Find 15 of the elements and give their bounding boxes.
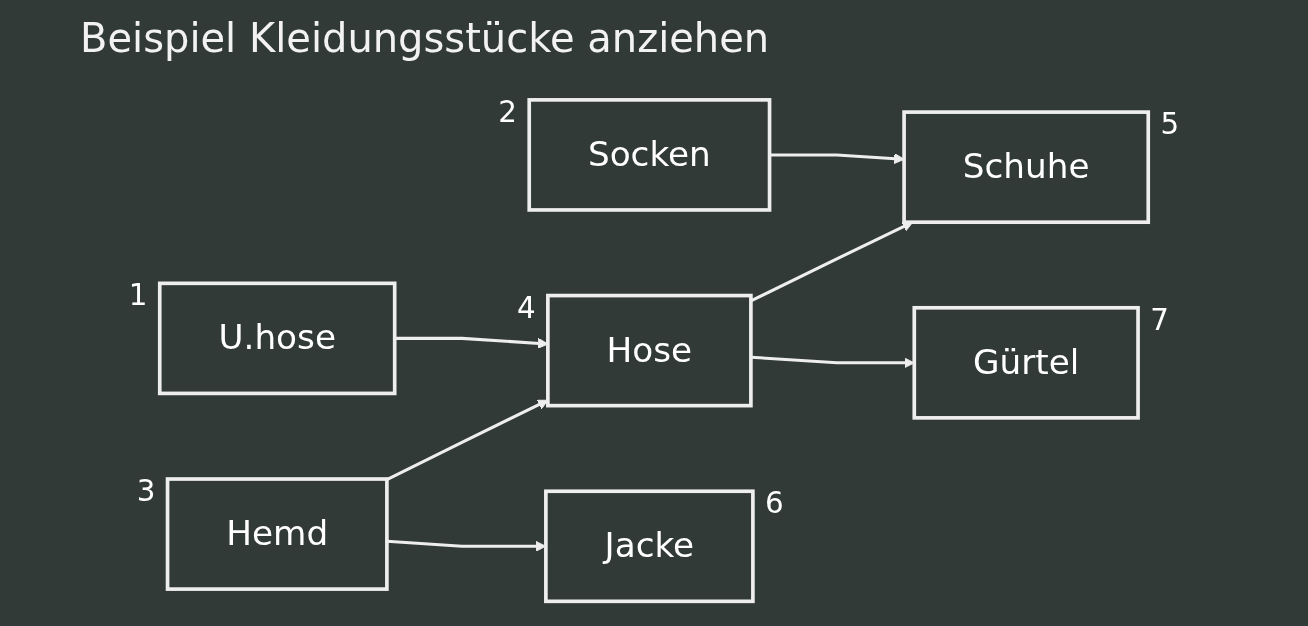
node-box: Schuhe [902, 110, 1151, 224]
step-number: 4 [516, 290, 536, 325]
step-number: 2 [498, 94, 517, 129]
step-number: 7 [1150, 302, 1169, 337]
node-box: Jacke [544, 489, 755, 604]
step-number: 6 [765, 486, 784, 521]
diagram-title: Beispiel Kleidungsstücke anziehen [80, 14, 770, 62]
node-box: U.hose [157, 281, 397, 396]
node-box: Socken [527, 98, 772, 212]
step-number: 1 [128, 278, 148, 313]
step-number: 3 [136, 474, 156, 509]
step-number: 5 [1160, 107, 1180, 142]
node-box: Hose [546, 293, 753, 408]
node-box: Hemd [165, 477, 389, 591]
node-box: Gürtel [912, 305, 1140, 420]
